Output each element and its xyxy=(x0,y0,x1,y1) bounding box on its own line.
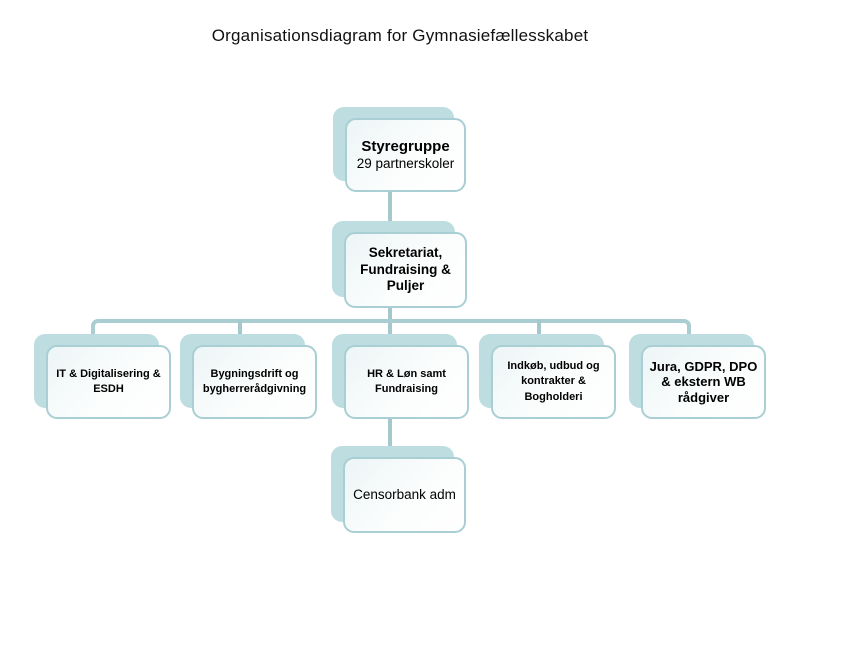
connector-drop-bygningsdrift xyxy=(238,319,242,347)
node-jura: Jura, GDPR, DPO & ekstern WB rådgiver xyxy=(629,334,766,419)
node-bygningsdrift-box: Bygningsdrift og bygherrerådgivning xyxy=(192,345,317,419)
node-styregruppe-subtitle: 29 partnerskoler xyxy=(356,155,455,171)
node-censorbank-box: Censorbank adm xyxy=(343,457,466,533)
node-indkoeb: Indkøb, udbud og kontrakter & Bogholderi xyxy=(479,334,616,419)
node-sekretariat-box: Sekretariat, Fundraising & Puljer xyxy=(344,232,467,308)
node-styregruppe-box: Styregruppe 29 partnerskoler xyxy=(345,118,466,192)
node-it-digitalisering-box: IT & Digitalisering & ESDH xyxy=(46,345,171,419)
node-it-digitalisering: IT & Digitalisering & ESDH xyxy=(34,334,171,419)
node-sekretariat-label: Sekretariat, Fundraising & Puljer xyxy=(360,244,451,294)
node-it-digitalisering-label: IT & Digitalisering & ESDH xyxy=(56,367,161,395)
connector-hr-to-censorbank xyxy=(388,415,392,459)
node-jura-label: Jura, GDPR, DPO & ekstern WB rådgiver xyxy=(649,358,758,405)
node-bygningsdrift: Bygningsdrift og bygherrerådgivning xyxy=(180,334,317,419)
chart-title: Organisationsdiagram for Gymnasiefælless… xyxy=(211,26,589,45)
connector-root-to-sekretariat xyxy=(388,188,392,236)
node-hr-loen: HR & Løn samt Fundraising xyxy=(332,334,469,419)
node-indkoeb-box: Indkøb, udbud og kontrakter & Bogholderi xyxy=(491,345,616,419)
node-censorbank: Censorbank adm xyxy=(331,446,466,533)
node-hr-loen-box: HR & Løn samt Fundraising xyxy=(344,345,469,419)
node-bygningsdrift-label: Bygningsdrift og bygherrerådgivning xyxy=(202,367,307,395)
node-indkoeb-label: Indkøb, udbud og kontrakter & Bogholderi xyxy=(507,359,600,403)
connector-drop-indkoeb xyxy=(537,319,541,347)
connector-sekretariat-to-hr xyxy=(388,304,392,347)
node-hr-loen-label: HR & Løn samt Fundraising xyxy=(367,367,446,395)
node-censorbank-label: Censorbank adm xyxy=(353,486,456,502)
node-sekretariat: Sekretariat, Fundraising & Puljer xyxy=(332,221,467,308)
node-styregruppe: Styregruppe 29 partnerskoler xyxy=(333,107,466,192)
node-styregruppe-title: Styregruppe xyxy=(361,138,450,156)
connector-bracket xyxy=(91,319,691,347)
node-jura-box: Jura, GDPR, DPO & ekstern WB rådgiver xyxy=(641,345,766,419)
